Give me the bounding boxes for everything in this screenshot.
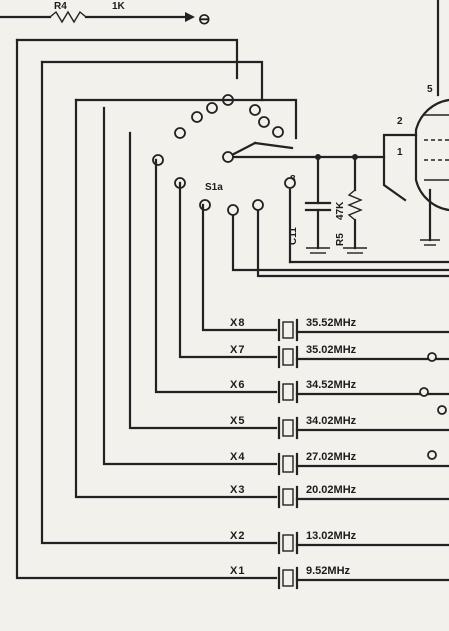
side-contact [427,352,437,362]
crystal-symbol [277,566,299,590]
crystal-row-x7: X7 35.02MHz [178,181,449,369]
r5-value: 47K [335,201,346,220]
crystal-symbol [277,318,299,342]
crystal-row-x6: X6 34.52MHz [154,158,449,404]
r4-label: R4 [54,1,67,12]
crystal-symbol [277,416,299,440]
crystal-id-label: X1 [230,565,245,577]
crystal-feed-wire [40,60,278,545]
crystal-symbol [277,485,299,509]
crystal-id-label: X4 [230,451,245,463]
crystal-frequency-label: 34.02MHz [306,415,357,427]
crystal-frequency-label: 27.02MHz [306,451,357,463]
crystal-feed-wire [178,181,278,359]
tube-pin-5: 5 [427,84,433,95]
r4-value: 1K [112,1,126,12]
crystal-id-label: X2 [230,530,245,542]
crystal-feed-wire [128,131,278,430]
frame-wire [15,38,239,80]
crystal-id-label: X6 [230,379,245,391]
r4-branch: R4 1K ⊖ [0,1,211,28]
crystal-row-x1: X1 9.52MHz [15,38,449,590]
frame-wire [40,60,264,102]
tube-pin-1: 1 [397,147,403,158]
crystal-feed-wire [102,106,278,466]
crystal-symbol [277,531,299,555]
crystal-feed-wire [15,38,278,580]
side-contact [419,387,429,397]
crystal-row-x8: X8 35.52MHz [201,203,449,342]
frame-wire [74,98,298,140]
c11-label: C11 [288,227,299,245]
crystal-id-label: X8 [230,317,245,329]
crystal-frequency-label: 20.02MHz [306,484,357,496]
crystal-feed-wire [201,203,278,332]
terminal-symbol: ⊖ [198,11,211,28]
crystal-row-x2: X2 13.02MHz [40,60,449,555]
resistor-r5: R5 47K [335,155,367,254]
crystal-feed-wire [154,158,278,394]
crystal-row-x3: X3 20.02MHz [74,98,449,509]
crystal-frequency-label: 9.52MHz [306,565,351,577]
crystal-id-label: X3 [230,484,245,496]
crystal-frequency-label: 13.02MHz [306,530,357,542]
crystal-row-x5: X5 34.02MHz [128,131,449,440]
vacuum-tube: 2 1 5 [382,0,449,246]
crystal-feed-wire [74,98,278,499]
crystal-row-x4: X4 27.02MHz [102,106,449,476]
crystal-symbol [277,452,299,476]
crystal-frequency-label: 35.02MHz [306,344,357,356]
switch-bus [231,188,449,278]
crystal-symbol [277,345,299,369]
switch-wiper [226,141,386,160]
switch-label: S1a [205,182,223,193]
crystal-id-label: X7 [230,344,245,356]
side-contact [437,405,447,415]
tube-pin-2: 2 [397,116,403,127]
crystal-id-label: X5 [230,415,245,427]
crystal-symbol [277,380,299,404]
capacitor-c11: C11 8 [288,155,332,254]
crystal-frequency-label: 35.52MHz [306,317,357,329]
switch-contacts [152,94,296,216]
r5-label: R5 [335,233,346,246]
side-contact [427,450,437,460]
crystal-frequency-label: 34.52MHz [306,379,357,391]
